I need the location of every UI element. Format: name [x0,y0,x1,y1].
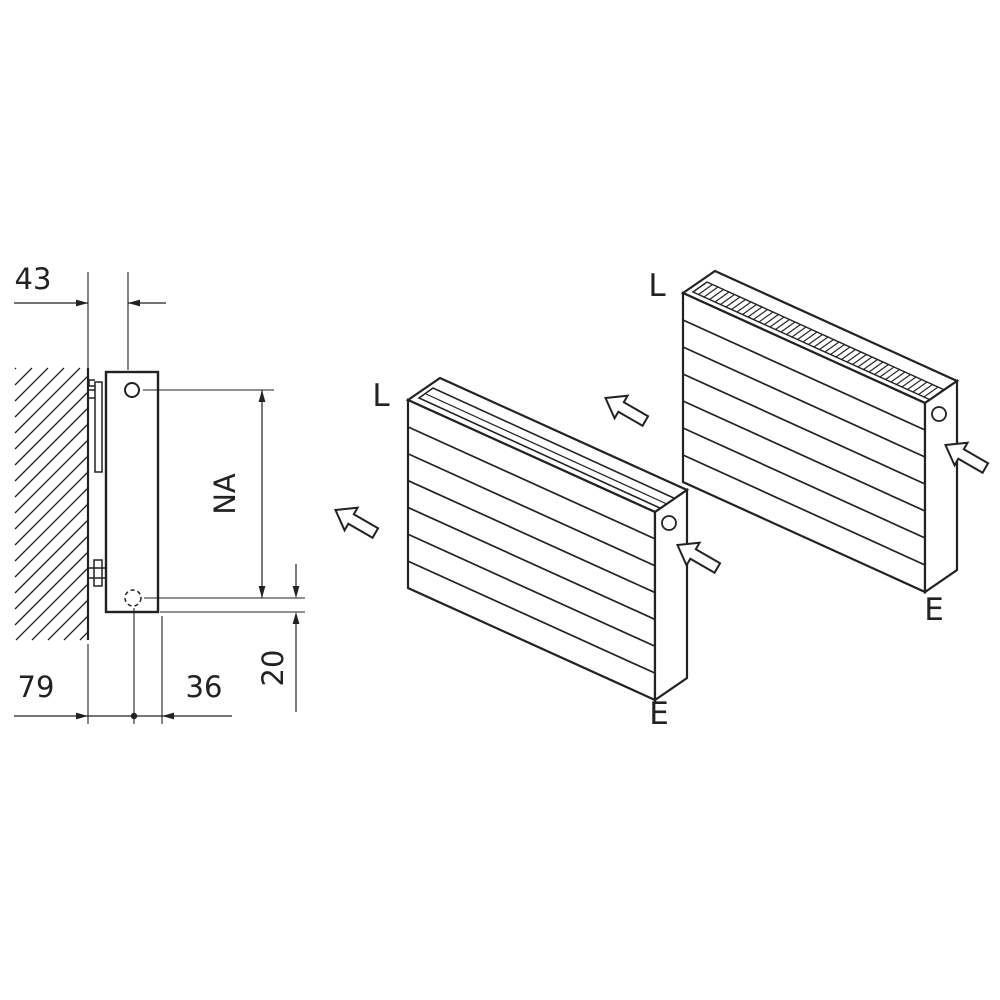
radiator-isometric-b [680,269,960,595]
flow-arrow-b-left [604,394,650,428]
dim-label-20: 20 [256,650,290,687]
flow-arrow-a-right [676,541,722,575]
radiator-isometric-a [405,376,690,703]
side-view: 43 NA 20 79 36 [14,262,305,724]
radiator-a-end-face [653,487,689,703]
radiator-profile [104,370,160,614]
radiator-a-opening-inner-line [425,393,670,506]
dimension-20 [160,564,305,712]
dim-label-79: 79 [18,670,55,704]
slat-lines [682,319,926,566]
wall-hatch [14,367,89,641]
slat-lines [407,426,656,674]
radiator-b-label-l: L [648,268,666,304]
flow-arrow-b-right [944,441,990,475]
flow-arrow-a-left [334,506,380,540]
radiator-a-label-e: E [649,696,669,732]
radiator-b-end-face [923,378,959,595]
dimension-43 [14,272,166,370]
dimension-79-36 [14,608,232,724]
radiator-a-end-plug [661,515,677,531]
dim-label-43: 43 [15,262,52,296]
air-vent-connection [124,382,140,398]
hub-connection-dashed [124,589,142,607]
mounting-bracket-bottom [88,559,106,587]
radiator-b-label-e: E [924,592,944,628]
radiator-b-end-plug [931,406,947,422]
mounting-bracket-top [88,379,103,473]
dimension-na [143,389,305,599]
radiator-a-label-l: L [372,378,390,414]
dim-label-na: NA [208,473,242,515]
dim-label-36: 36 [186,670,223,704]
